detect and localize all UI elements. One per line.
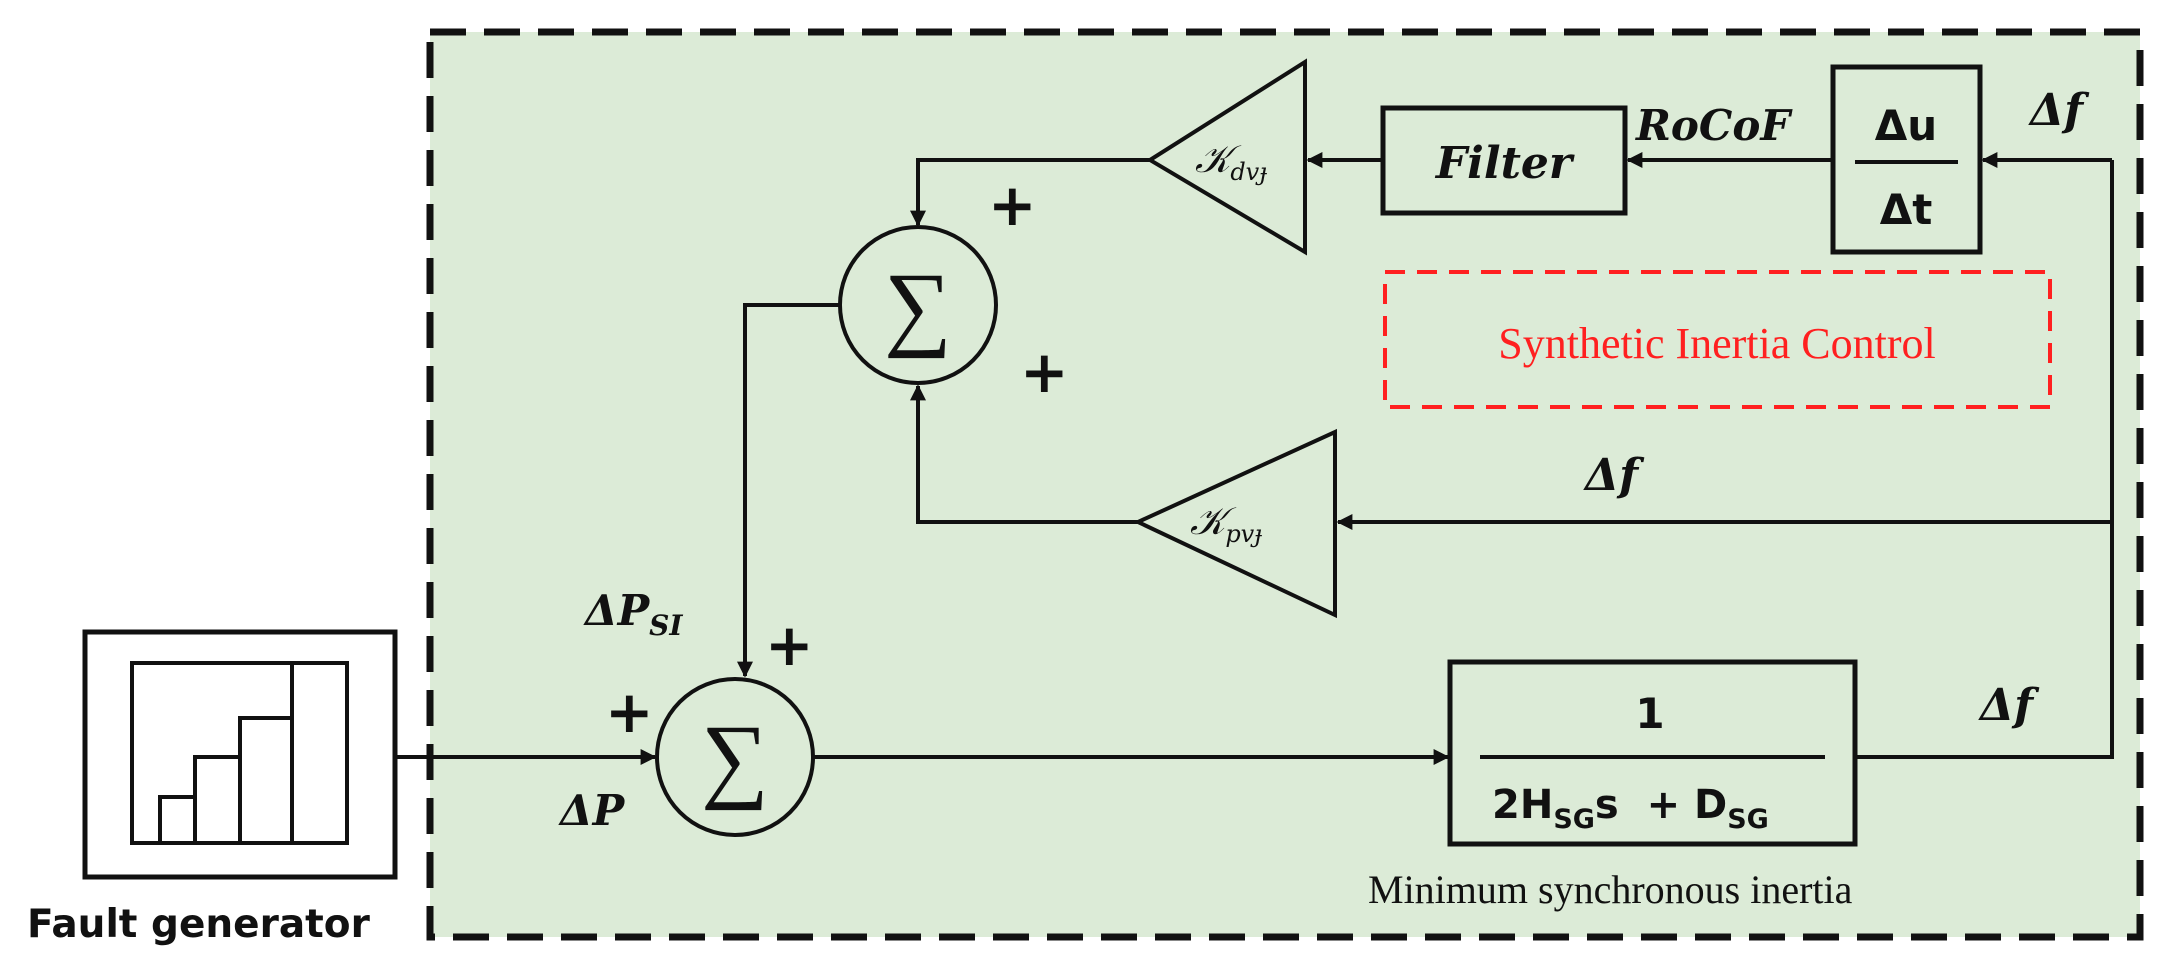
delta-f-top: Δf	[2028, 85, 2090, 136]
signal-lines	[395, 152, 2114, 765]
upper-sum-symbol: ∑	[884, 253, 952, 359]
derivative-block: Δu Δt	[1830, 64, 1983, 255]
gain-p-block: 𝒦pvɟ	[1133, 428, 1337, 619]
delta-p-si-subscript: SI	[649, 609, 683, 642]
gain-d-subscript: dvɟ	[1230, 158, 1267, 186]
delta-f-middle: Δf	[1583, 450, 1645, 501]
transfer-function-block: 1 2HSGs + DSG	[1447, 659, 1858, 847]
den-s-plus-d: s + D	[1595, 782, 1727, 828]
synthetic-inertia-box	[1383, 270, 2052, 409]
delta-p-si-base: ΔP	[583, 586, 651, 635]
gain-p-subscript: pvɟ	[1225, 520, 1262, 548]
rocof-label: RoCoF	[1635, 101, 1793, 150]
filter-label: Filter	[1434, 138, 1575, 189]
fault-generator-block	[82, 629, 398, 880]
gain-d-block: 𝒦dvɟ	[1146, 58, 1307, 256]
plus-sign-upper-top: +	[988, 171, 1037, 239]
den-sg-sub-2: SG	[1727, 804, 1769, 835]
region-label: Minimum synchronous inertia	[1368, 867, 1853, 912]
transfer-numerator: 1	[1635, 689, 1664, 738]
plus-sign-upper-bottom: +	[1020, 338, 1069, 406]
derivative-numerator: Δu	[1875, 101, 1937, 150]
plus-sign-main-left: +	[605, 678, 654, 746]
derivative-denominator: Δt	[1880, 185, 1933, 234]
den-sg-sub-1: SG	[1553, 804, 1595, 835]
filter-block: Filter	[1380, 105, 1628, 216]
fault-generator-label: Fault generator	[27, 902, 371, 947]
transfer-denominator: 2HSGs + DSG	[1492, 782, 1769, 835]
delta-p-label: ΔP	[558, 786, 626, 835]
synthetic-inertia-label: Synthetic Inertia Control	[1498, 319, 1935, 368]
delta-f-bottom: Δf	[1978, 680, 2040, 731]
main-sum-symbol: ∑	[701, 705, 769, 811]
delta-p-si-label: ΔPSI	[583, 586, 683, 642]
den-2h: 2H	[1492, 782, 1553, 828]
plus-sign-main-top: +	[765, 611, 814, 679]
